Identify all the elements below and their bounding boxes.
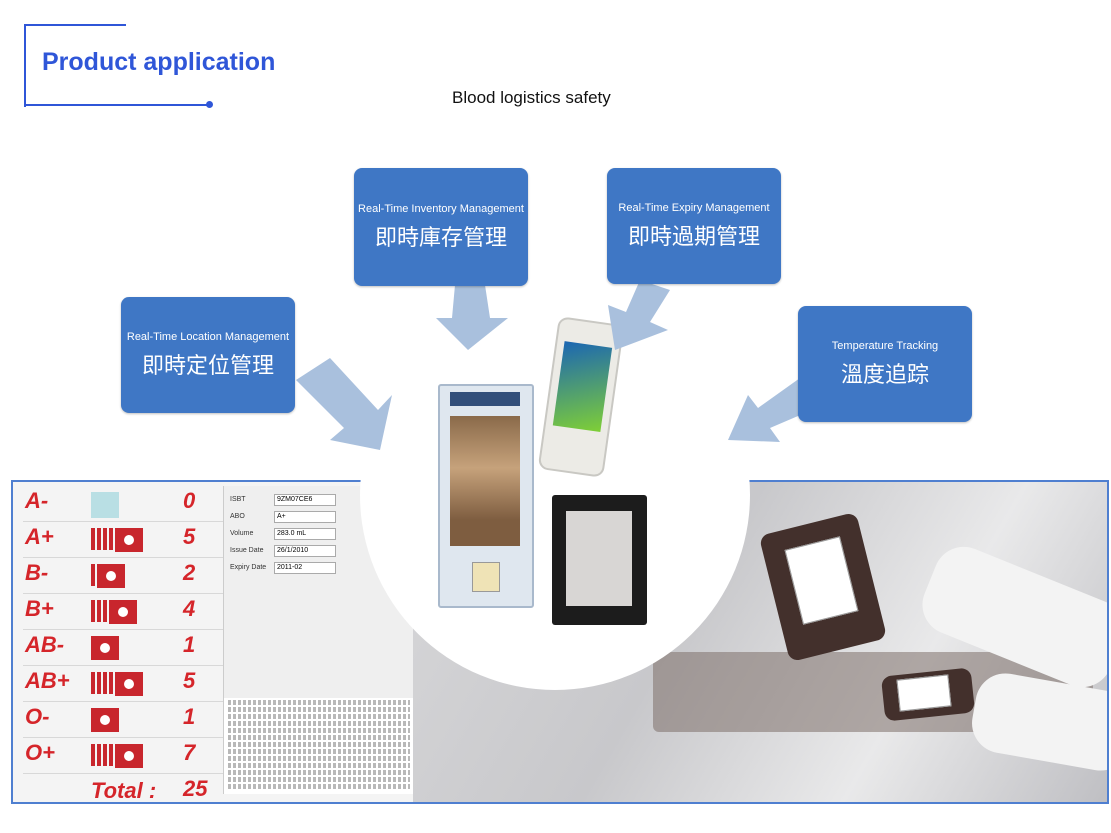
- blood-count: 5: [183, 668, 196, 693]
- blood-count: 7: [183, 740, 196, 765]
- arrow-from-expiry: [608, 280, 670, 350]
- arrow-from-temperature: [728, 378, 812, 442]
- title-dot: [206, 101, 213, 108]
- activity-log: [223, 698, 414, 794]
- inventory-row: AB+ 5: [23, 666, 223, 702]
- feature-title-zh: 即時庫存管理: [374, 226, 507, 251]
- feature-title-zh: 溫度追踪: [840, 363, 929, 388]
- inventory-row: B+ 4: [23, 594, 223, 630]
- blood-count: 4: [183, 596, 196, 621]
- feature-title-en: Temperature Tracking: [831, 340, 939, 352]
- blood-type-label: O+: [25, 740, 55, 765]
- blood-type-label: B+: [25, 596, 54, 621]
- blood-bag-icon: [91, 708, 119, 732]
- blood-type-label: B-: [25, 560, 49, 585]
- blood-bag-icon: [91, 600, 137, 624]
- inventory-total-row: Total : 25: [23, 774, 223, 803]
- blood-inventory-table: A- 0 A+ 5 B- 2 B+ 4 AB- 1 AB+ 5: [23, 486, 223, 802]
- volume-field: 283.0 mL: [274, 528, 336, 540]
- feature-title-en: Real-Time Expiry Management: [618, 202, 770, 214]
- blood-type-label: O-: [25, 704, 50, 729]
- feature-title-zh: 即時過期管理: [627, 225, 760, 250]
- isbt-field: 9ZM07CE6: [274, 494, 336, 506]
- blood-bag-icon: [91, 672, 143, 696]
- feature-location-management: Real-Time Location Management 即時定位管理: [121, 297, 295, 413]
- inventory-row: O+ 7: [23, 738, 223, 774]
- inventory-row: A+ 5: [23, 522, 223, 558]
- page-subtitle: Blood logistics safety: [452, 88, 611, 107]
- feature-title-zh: 即時定位管理: [141, 354, 274, 379]
- empty-slot-icon: [91, 492, 119, 518]
- arrow-from-inventory: [436, 285, 508, 350]
- inventory-row: O- 1: [23, 702, 223, 738]
- feature-inventory-management: Real-Time Inventory Management 即時庫存管理: [354, 168, 528, 286]
- title-underline: [24, 104, 210, 106]
- feature-expiry-management: Real-Time Expiry Management 即時過期管理: [607, 168, 781, 284]
- blood-type-label: AB-: [25, 632, 65, 657]
- blood-bag-icon: [91, 528, 143, 552]
- blood-bag-icon: [91, 564, 125, 588]
- blood-type-label: AB+: [25, 668, 70, 693]
- feature-title-en: Real-Time Inventory Management: [358, 203, 524, 215]
- isbt-label: ISBT: [230, 496, 246, 503]
- volume-label: Volume: [230, 530, 254, 537]
- title-frame: [24, 24, 126, 107]
- arrow-from-location: [296, 358, 392, 450]
- rfid-tunnel-reader-image: [552, 495, 647, 625]
- issue-date-field: 26/1/2010: [274, 545, 336, 557]
- blood-count: 2: [183, 560, 196, 585]
- blood-count: 1: [183, 704, 196, 729]
- blood-count: 5: [183, 524, 196, 549]
- abo-label: ABO: [230, 513, 245, 520]
- blood-fridge-image: [438, 384, 534, 608]
- blood-bag-icon: [91, 636, 119, 660]
- abo-field: A+: [274, 511, 336, 523]
- expiry-date-label: Expiry Date: [230, 564, 267, 571]
- inventory-row: B- 2: [23, 558, 223, 594]
- blood-count: 0: [183, 488, 196, 513]
- expiry-date-field: 2011-02: [274, 562, 336, 574]
- blood-type-label: A+: [25, 524, 54, 549]
- blood-type-label: A-: [25, 488, 49, 513]
- total-label: Total :: [91, 778, 157, 803]
- feature-title-en: Real-Time Location Management: [126, 331, 290, 343]
- inventory-row: A- 0: [23, 486, 223, 522]
- issue-date-label: Issue Date: [230, 547, 264, 554]
- total-count: 25: [183, 776, 208, 801]
- blood-count: 1: [183, 632, 196, 657]
- page-title: Product application: [42, 48, 276, 76]
- inventory-row: AB- 1: [23, 630, 223, 666]
- feature-temperature-tracking: Temperature Tracking 溫度追踪: [798, 306, 972, 422]
- blood-bag-icon: [91, 744, 143, 768]
